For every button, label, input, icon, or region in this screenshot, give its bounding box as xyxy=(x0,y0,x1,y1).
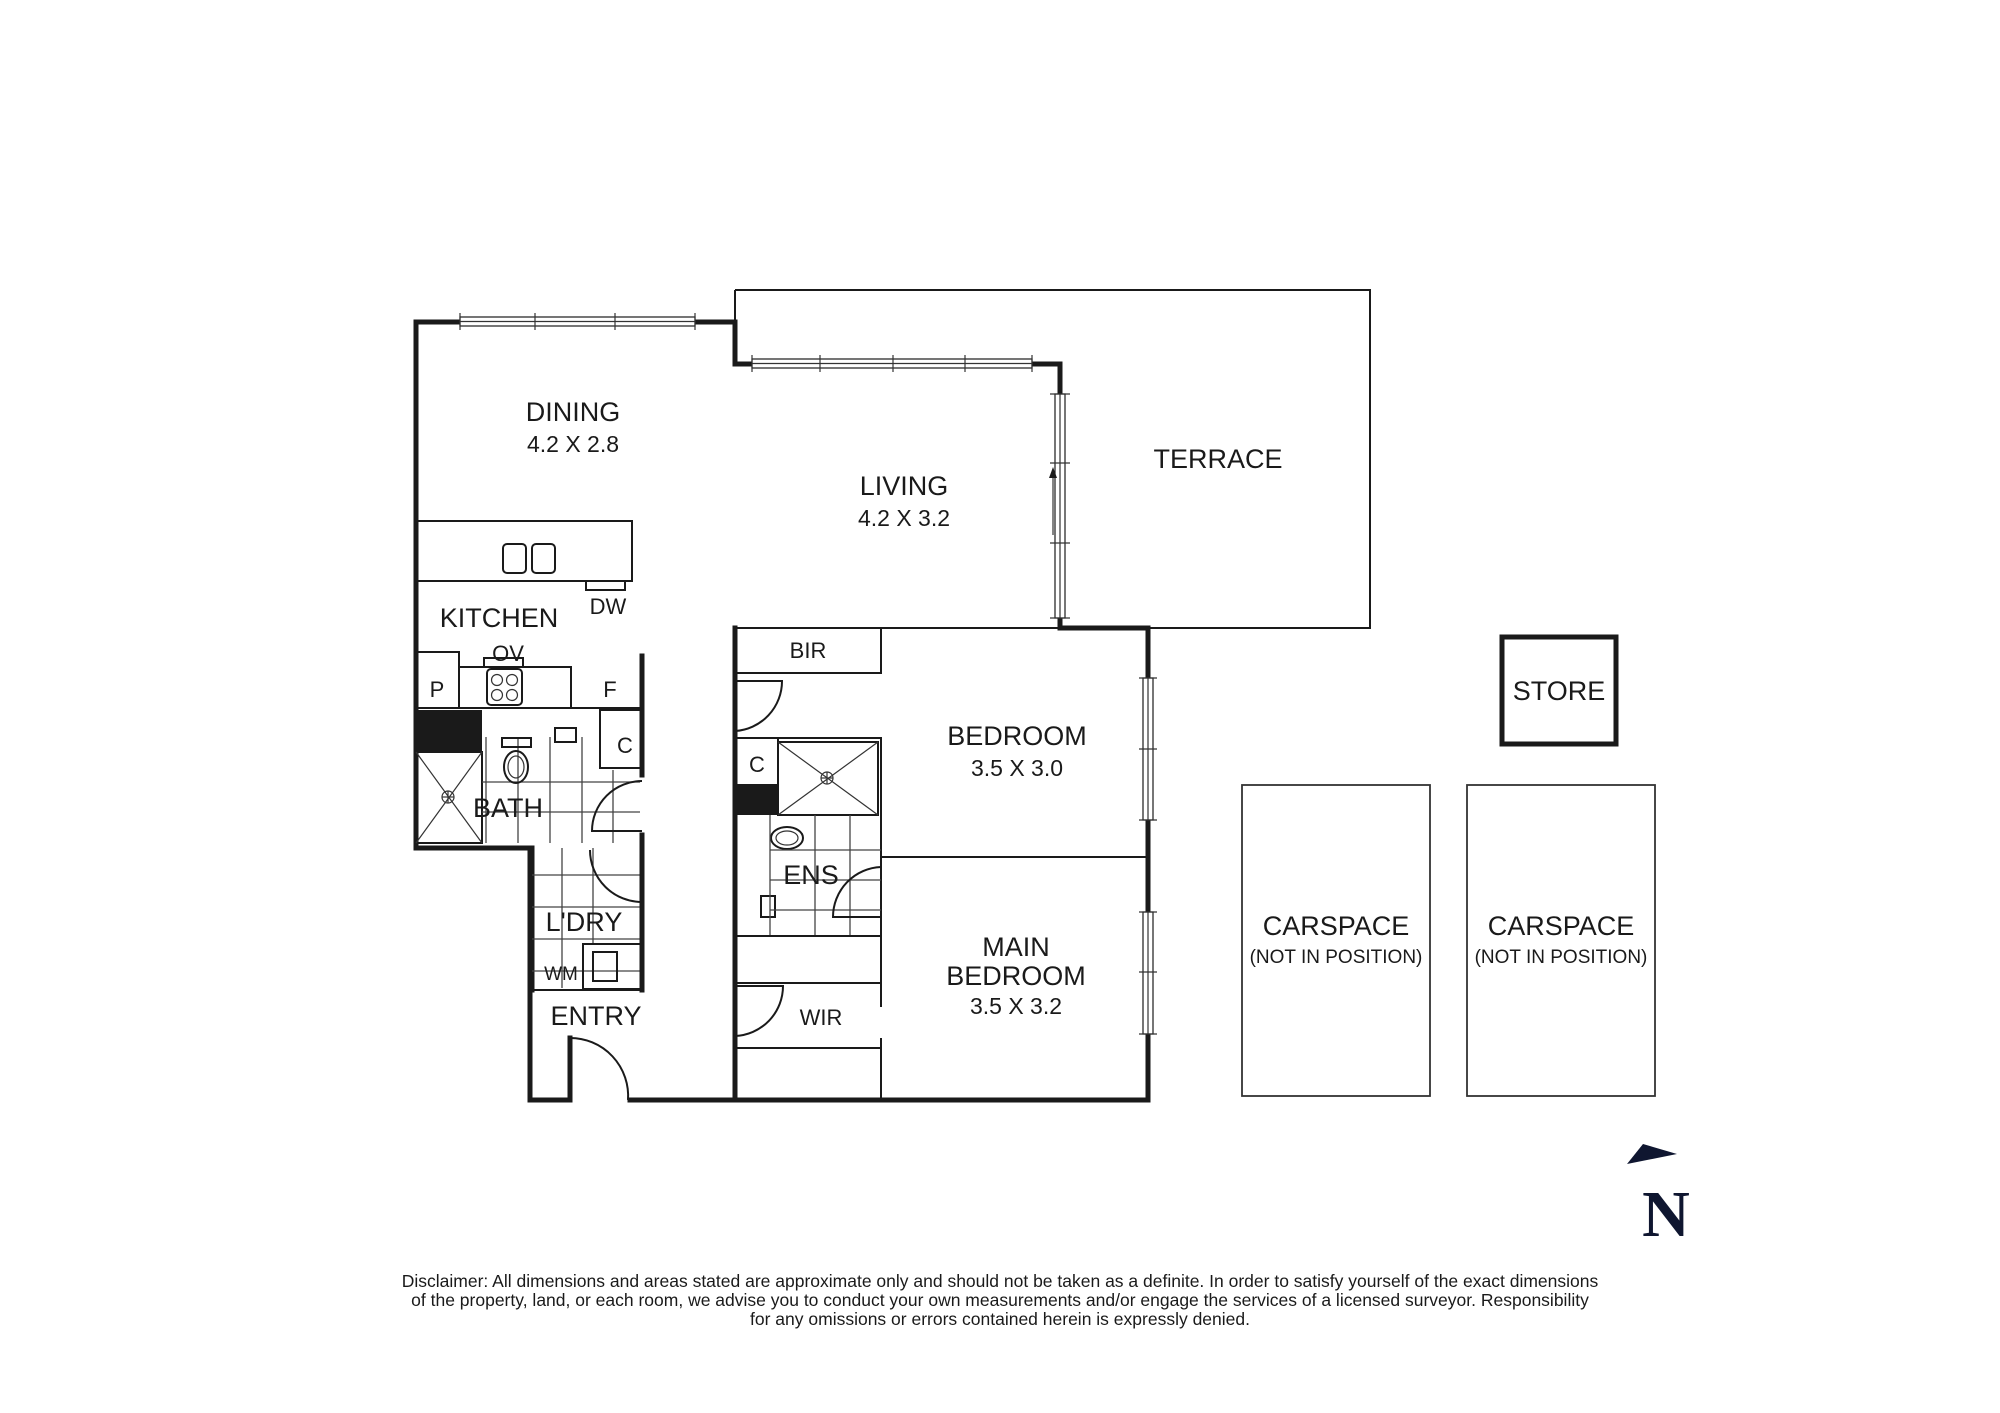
north-compass: N xyxy=(1627,1144,1690,1251)
terrace-label: TERRACE xyxy=(1153,444,1282,474)
living-label: LIVING xyxy=(860,471,949,501)
store-label: STORE xyxy=(1513,676,1606,706)
bedroom-dims: 3.5 X 3.0 xyxy=(971,755,1063,781)
laundry xyxy=(529,832,645,993)
built-in-robe xyxy=(734,627,1060,732)
entry-label: ENTRY xyxy=(550,1001,641,1031)
carspace-1-label: CARSPACE xyxy=(1263,911,1410,941)
north-arrow-icon xyxy=(1627,1144,1677,1164)
dining-label: DINING xyxy=(526,397,621,427)
laundry-label: L'DRY xyxy=(546,907,623,937)
ensuite-cupboard-label: C xyxy=(749,752,765,777)
bath-cupboard-label: C xyxy=(617,733,633,758)
bathroom xyxy=(415,709,643,844)
bir-label: BIR xyxy=(790,638,827,663)
fridge-label: F xyxy=(603,677,616,702)
disclaimer-line-1: Disclaimer: All dimensions and areas sta… xyxy=(401,1271,1599,1291)
exterior-walls xyxy=(413,319,1151,1103)
main-bedroom-label-2: BEDROOM xyxy=(946,961,1086,991)
disclaimer-line-2: of the property, land, or each room, we … xyxy=(411,1290,1589,1310)
dishwasher-label: DW xyxy=(590,594,627,619)
main-bedroom-dims: 3.5 X 3.2 xyxy=(970,993,1062,1019)
bedroom-label: BEDROOM xyxy=(947,721,1087,751)
main-bedroom-label-1: MAIN xyxy=(982,932,1050,962)
ensuite-label: ENS xyxy=(783,860,839,890)
carspace-2-label: CARSPACE xyxy=(1488,911,1635,941)
windows xyxy=(459,313,1157,1035)
dining-dims: 4.2 X 2.8 xyxy=(527,431,619,457)
north-label: N xyxy=(1642,1178,1690,1251)
kitchen-island xyxy=(415,520,633,591)
bath-label: BATH xyxy=(473,793,543,823)
ensuite xyxy=(734,737,882,937)
oven-label: OV xyxy=(492,641,524,666)
wir-label: WIR xyxy=(800,1005,843,1030)
terrace-area xyxy=(734,289,1371,629)
carspace-2-note: (NOT IN POSITION) xyxy=(1475,947,1648,968)
living-dims: 4.2 X 3.2 xyxy=(858,505,950,531)
store-box xyxy=(1499,634,1619,747)
carspace-1-note: (NOT IN POSITION) xyxy=(1250,947,1423,968)
carspace-1-box xyxy=(1241,784,1431,1097)
disclaimer-line-3: for any omissions or errors contained he… xyxy=(750,1309,1250,1329)
carspace-2-box xyxy=(1466,784,1656,1097)
walk-in-robe xyxy=(734,935,882,1100)
entry-door xyxy=(567,1035,630,1103)
disclaimer: Disclaimer: All dimensions and areas sta… xyxy=(0,1272,2000,1329)
pantry-label: P xyxy=(430,677,445,702)
washing-machine-label: WM xyxy=(544,964,578,985)
kitchen-label: KITCHEN xyxy=(440,603,559,633)
